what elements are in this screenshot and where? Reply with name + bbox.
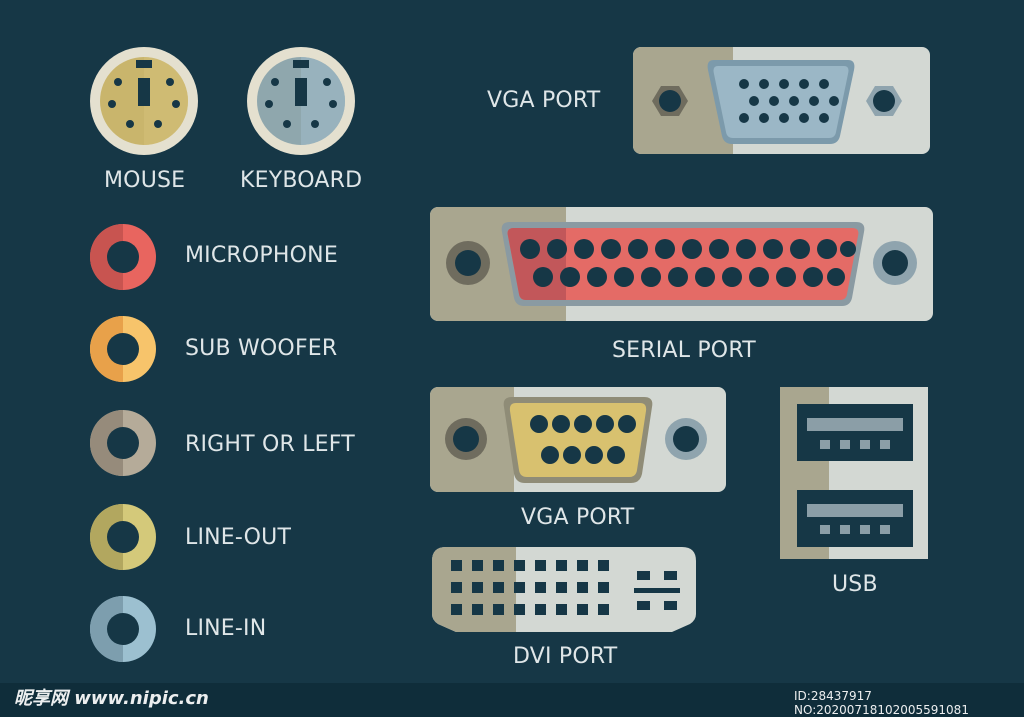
right-left-jack-icon (90, 410, 156, 476)
serial-port-label: SERIAL PORT (612, 338, 756, 363)
line-out-jack-icon (90, 504, 156, 570)
subwoofer-label: SUB WOOFER (185, 336, 338, 361)
vga-port-icon (633, 47, 930, 154)
subwoofer-jack-icon (90, 316, 156, 382)
dvi-port-label: DVI PORT (513, 644, 618, 669)
right-or-left-label: RIGHT OR LEFT (185, 432, 355, 457)
keyboard-ps2-icon (247, 47, 355, 155)
line-out-label: LINE-OUT (185, 525, 292, 550)
dvi-port-icon (432, 547, 696, 632)
serial-port-icon (430, 207, 933, 321)
microphone-jack-icon (90, 224, 156, 290)
vga-port-mid-label: VGA PORT (521, 505, 635, 530)
watermark-id: ID:28437917 NO:20200718102005591081 (794, 689, 969, 717)
mouse-ps2-icon (90, 47, 198, 155)
line-in-jack-icon (90, 596, 156, 662)
mouse-label: MOUSE (104, 168, 186, 193)
usb-label: USB (832, 572, 878, 597)
vga-port-top-label: VGA PORT (487, 88, 601, 113)
usb-port-icon (780, 387, 928, 559)
microphone-label: MICROPHONE (185, 243, 338, 268)
keyboard-label: KEYBOARD (240, 168, 363, 193)
watermark-band (0, 683, 1024, 717)
watermark-site: 昵享网 www.nipic.cn (14, 688, 209, 709)
vga-port-9pin-icon (430, 387, 726, 492)
line-in-label: LINE-IN (185, 616, 267, 641)
